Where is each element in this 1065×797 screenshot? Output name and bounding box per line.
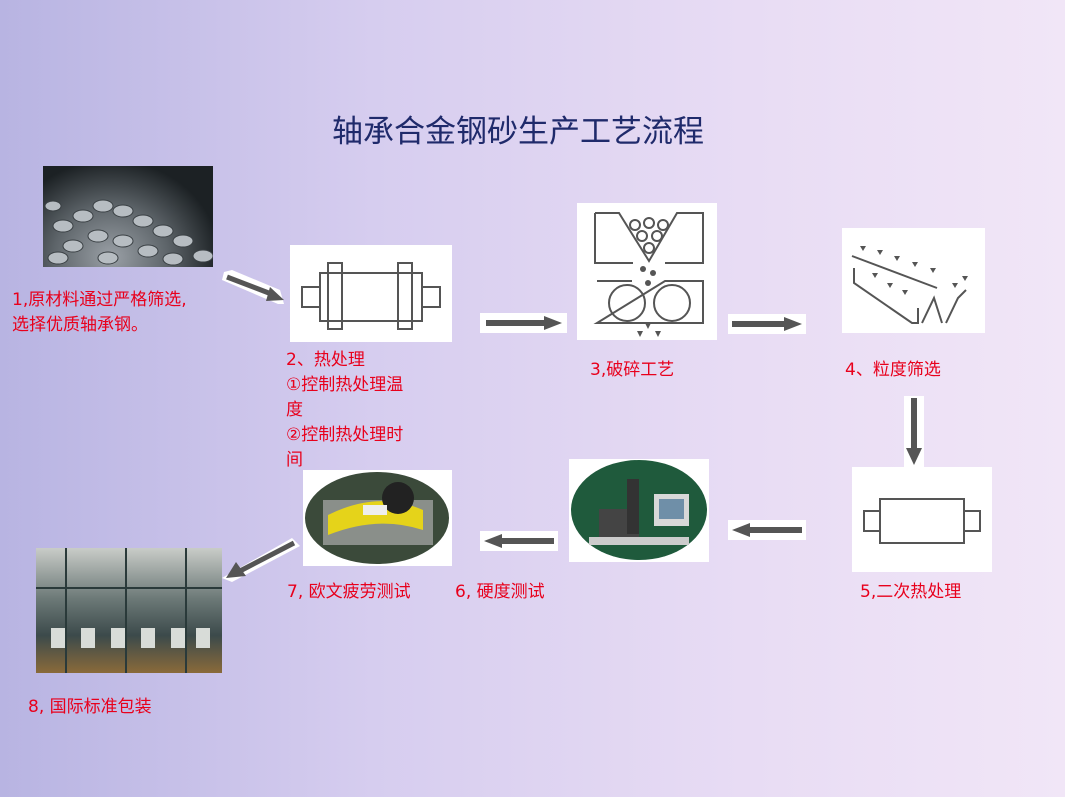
label-line: 度	[286, 400, 303, 420]
step6-label: 6, 硬度测试	[455, 582, 545, 602]
step1-label: 1,原材料通过严格筛选, 选择优质轴承钢。	[12, 288, 187, 338]
furnace-drum-icon	[863, 498, 981, 544]
step5-label: 5,二次热处理	[860, 582, 962, 602]
packaging-plant-icon	[36, 548, 222, 673]
arrow-icon	[480, 313, 567, 333]
arrow-left-icon	[480, 531, 558, 551]
step2-label: 2、热处理 ①控制热处理温 度 ②控制热处理时 间	[286, 348, 403, 473]
label-line: 间	[286, 450, 303, 470]
step3-image	[577, 203, 717, 340]
step8-image	[36, 548, 222, 673]
label-line: ②控制热处理时	[286, 425, 404, 445]
step7-image	[303, 470, 452, 566]
arrow-icon	[728, 314, 806, 334]
label-line: 2、热处理	[286, 350, 365, 370]
steel-balls-icon	[44, 199, 213, 266]
step3-label: 3,破碎工艺	[590, 360, 675, 380]
arrow-icon	[222, 270, 288, 306]
arrow-down-icon	[904, 396, 924, 467]
hardness-tester-icon	[571, 460, 707, 560]
crusher-icon	[593, 212, 704, 337]
arrow-left-icon	[728, 520, 806, 540]
fatigue-tester-icon	[305, 472, 449, 564]
step4-label: 4、粒度筛选	[845, 360, 941, 380]
step4-image	[842, 228, 985, 333]
step5-image	[852, 467, 992, 572]
step6-image	[569, 459, 709, 562]
step8-label: 8, 国际标准包装	[28, 697, 152, 717]
furnace-drum-icon	[301, 262, 441, 330]
label-line: ①控制热处理温	[286, 375, 404, 395]
arrow-icon	[222, 538, 300, 584]
step1-image	[43, 166, 213, 267]
step7-label: 7, 欧文疲劳测试	[287, 582, 411, 602]
label-line: 选择优质轴承钢。	[12, 315, 148, 335]
page-title: 轴承合金钢砂生产工艺流程	[332, 114, 704, 150]
screening-icon	[851, 246, 968, 324]
label-line: 1,原材料通过严格筛选,	[12, 290, 187, 310]
step2-image	[290, 245, 452, 342]
